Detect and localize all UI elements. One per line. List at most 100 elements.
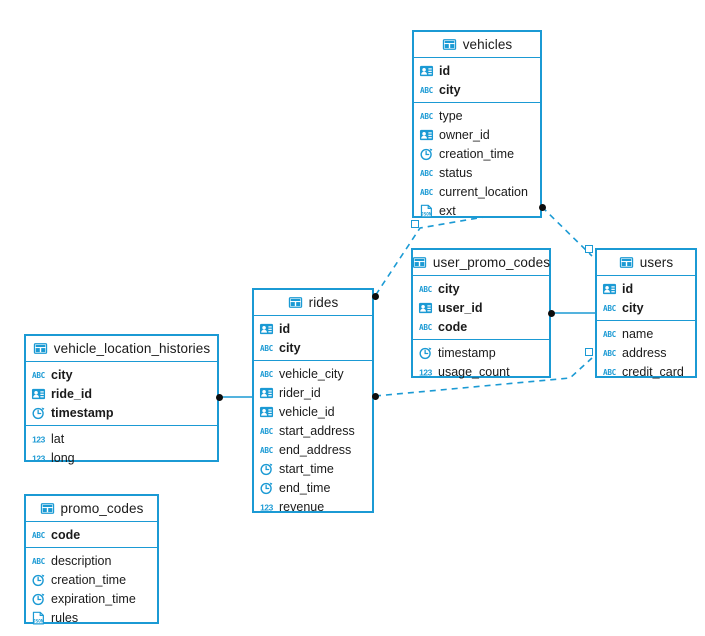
column-name: city — [438, 281, 460, 296]
table-header-vehicles[interactable]: vehicles — [414, 32, 540, 58]
column-row[interactable]: end_time — [254, 478, 372, 497]
column-row[interactable]: creation_time — [414, 144, 540, 163]
column-name: usage_count — [438, 364, 510, 379]
relationship-vehicles-rides[interactable] — [374, 206, 543, 297]
column-row[interactable]: ride_id — [26, 384, 217, 403]
column-name: type — [439, 108, 463, 123]
column-name: city — [51, 367, 73, 382]
column-row[interactable]: ABC description — [26, 551, 157, 570]
column-name: address — [622, 345, 667, 360]
column-name: city — [622, 300, 644, 315]
column-row[interactable]: vehicle_id — [254, 402, 372, 421]
column-row[interactable]: id — [254, 319, 372, 338]
clock-icon — [420, 147, 433, 160]
column-name: ride_id — [51, 386, 92, 401]
number-icon: 123 — [419, 367, 433, 377]
column-row[interactable]: ABC city — [597, 298, 695, 317]
id-card-icon — [419, 129, 434, 140]
one-side-marker — [585, 348, 593, 356]
table-header-promo_codes[interactable]: promo_codes — [26, 496, 157, 522]
abc-icon: ABC — [260, 343, 274, 352]
column-name: start_address — [279, 423, 355, 438]
column-name: current_location — [439, 184, 528, 199]
column-name: vehicle_city — [279, 366, 344, 381]
column-row[interactable]: start_time — [254, 459, 372, 478]
table-header-users[interactable]: users — [597, 250, 695, 276]
id-card-icon — [418, 302, 433, 313]
clock-icon — [419, 346, 432, 359]
column-row[interactable]: 123 usage_count — [413, 362, 549, 381]
column-row[interactable]: owner_id — [414, 125, 540, 144]
svg-text:123: 123 — [32, 453, 46, 463]
abc-icon: ABC — [603, 303, 617, 312]
column-name: expiration_time — [51, 591, 136, 606]
table-icon — [619, 257, 633, 268]
column-row[interactable]: expiration_time — [26, 589, 157, 608]
abc-icon: ABC — [32, 556, 46, 565]
table-header-vehicle_location_histories[interactable]: vehicle_location_histories — [26, 336, 217, 362]
id-card-icon — [259, 387, 274, 398]
relationship-vehicles-users[interactable] — [541, 206, 593, 257]
id-card-icon — [259, 406, 274, 417]
table-title: user_promo_codes — [432, 255, 551, 270]
column-name: end_time — [279, 480, 331, 495]
svg-text:ABC: ABC — [420, 85, 434, 94]
column-row[interactable]: ABC current_location — [414, 182, 540, 201]
column-row[interactable]: ABC city — [414, 80, 540, 99]
column-name: rules — [51, 610, 79, 625]
column-row[interactable]: rider_id — [254, 383, 372, 402]
svg-text:ABC: ABC — [32, 556, 46, 565]
table-icon — [288, 297, 302, 308]
column-row[interactable]: timestamp — [413, 343, 549, 362]
abc-icon: ABC — [419, 284, 433, 293]
column-row[interactable]: user_id — [413, 298, 549, 317]
column-name: description — [51, 553, 112, 568]
svg-text:ABC: ABC — [260, 343, 274, 352]
abc-icon: ABC — [420, 187, 434, 196]
column-row[interactable]: id — [414, 61, 540, 80]
table-title: rides — [308, 295, 339, 310]
svg-text:ABC: ABC — [420, 187, 434, 196]
column-row[interactable]: id — [597, 279, 695, 298]
svg-text:ABC: ABC — [603, 329, 617, 338]
column-row[interactable]: creation_time — [26, 570, 157, 589]
column-name: city — [439, 82, 461, 97]
column-name: status — [439, 165, 473, 180]
table-title: vehicle_location_histories — [53, 341, 211, 356]
svg-text:JSON: JSON — [421, 211, 432, 217]
column-row[interactable]: timestamp — [26, 403, 217, 422]
clock-icon — [32, 406, 45, 419]
table-icon — [412, 257, 427, 268]
column-name: creation_time — [51, 572, 127, 587]
table-header-rides[interactable]: rides — [254, 290, 372, 316]
column-name: credit_card — [622, 364, 684, 379]
column-row[interactable]: ABC city — [413, 279, 549, 298]
table-header-user_promo_codes[interactable]: user_promo_codes — [412, 250, 551, 276]
